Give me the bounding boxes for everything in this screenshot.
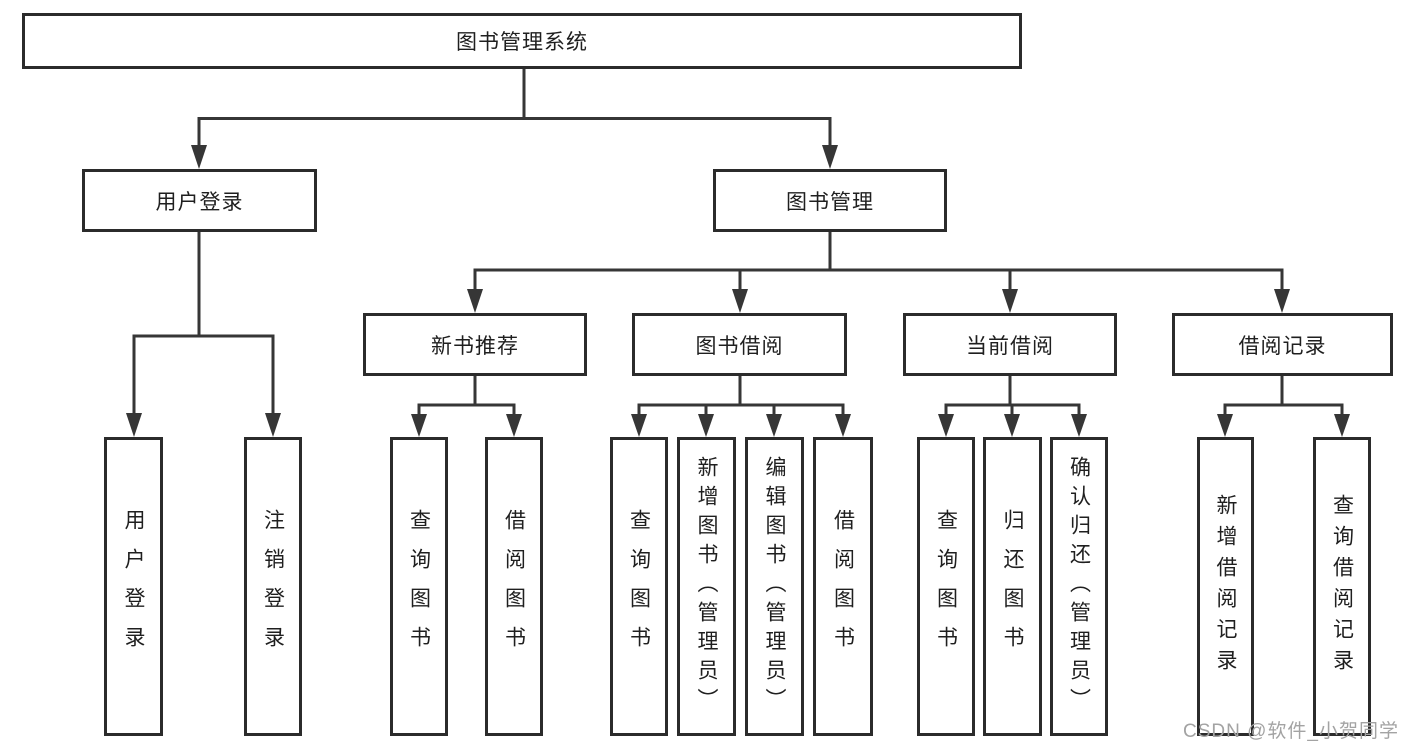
leaf-return-books-label: 归还图书	[1001, 508, 1024, 665]
node-current-borrowing-label: 当前借阅	[966, 334, 1054, 358]
leaf-borrow-books-recommend-label: 借阅图书	[502, 508, 526, 665]
leaf-logout: 注销登录	[244, 437, 302, 736]
node-library-system-label: 图书管理系统	[456, 31, 588, 54]
node-library-system: 图书管理系统	[22, 13, 1022, 69]
leaf-search-books-current-label: 查询图书	[934, 508, 958, 665]
leaf-borrow-books-recommend: 借阅图书	[485, 437, 543, 736]
leaf-search-books-borrowing: 查询图书	[610, 437, 668, 736]
leaf-add-books-admin: 新增图书（管理员）	[677, 437, 736, 736]
leaf-edit-books-admin-label: 编辑图书（管理员）	[763, 456, 786, 717]
leaf-add-books-admin-label: 新增图书（管理员）	[695, 456, 718, 717]
leaf-search-books-current: 查询图书	[917, 437, 975, 736]
leaf-search-borrow-record-label: 查询借阅记录	[1330, 493, 1354, 680]
leaf-search-books-recommend-label: 查询图书	[407, 508, 431, 665]
node-user-login: 用户登录	[82, 169, 317, 232]
leaf-confirm-return-admin: 确认归还（管理员）	[1050, 437, 1108, 736]
leaf-add-borrow-record-label: 新增借阅记录	[1214, 493, 1237, 680]
leaf-search-borrow-record: 查询借阅记录	[1313, 437, 1371, 736]
leaf-user-login-label: 用户登录	[122, 508, 145, 665]
node-user-login-label: 用户登录	[155, 190, 244, 214]
node-new-book-recommend: 新书推荐	[363, 313, 587, 376]
watermark: CSDN @软件_小贺同学	[1183, 721, 1399, 742]
leaf-confirm-return-admin-label: 确认归还（管理员）	[1067, 456, 1091, 717]
node-borrowing-records-label: 借阅记录	[1238, 334, 1327, 358]
leaf-return-books: 归还图书	[983, 437, 1042, 736]
leaf-add-borrow-record: 新增借阅记录	[1197, 437, 1254, 736]
leaf-edit-books-admin: 编辑图书（管理员）	[745, 437, 804, 736]
node-book-borrowing: 图书借阅	[632, 313, 847, 376]
node-current-borrowing: 当前借阅	[903, 313, 1117, 376]
leaf-user-login: 用户登录	[104, 437, 163, 736]
node-book-management: 图书管理	[713, 169, 947, 232]
node-borrowing-records: 借阅记录	[1172, 313, 1393, 376]
node-book-management-label: 图书管理	[786, 190, 874, 214]
leaf-search-books-borrowing-label: 查询图书	[627, 508, 651, 665]
node-new-book-recommend-label: 新书推荐	[431, 334, 519, 358]
leaf-borrow-books-label: 借阅图书	[831, 508, 855, 665]
node-book-borrowing-label: 图书借阅	[695, 334, 784, 358]
leaf-borrow-books: 借阅图书	[813, 437, 873, 736]
leaf-logout-label: 注销登录	[261, 508, 285, 665]
leaf-search-books-recommend: 查询图书	[390, 437, 448, 736]
